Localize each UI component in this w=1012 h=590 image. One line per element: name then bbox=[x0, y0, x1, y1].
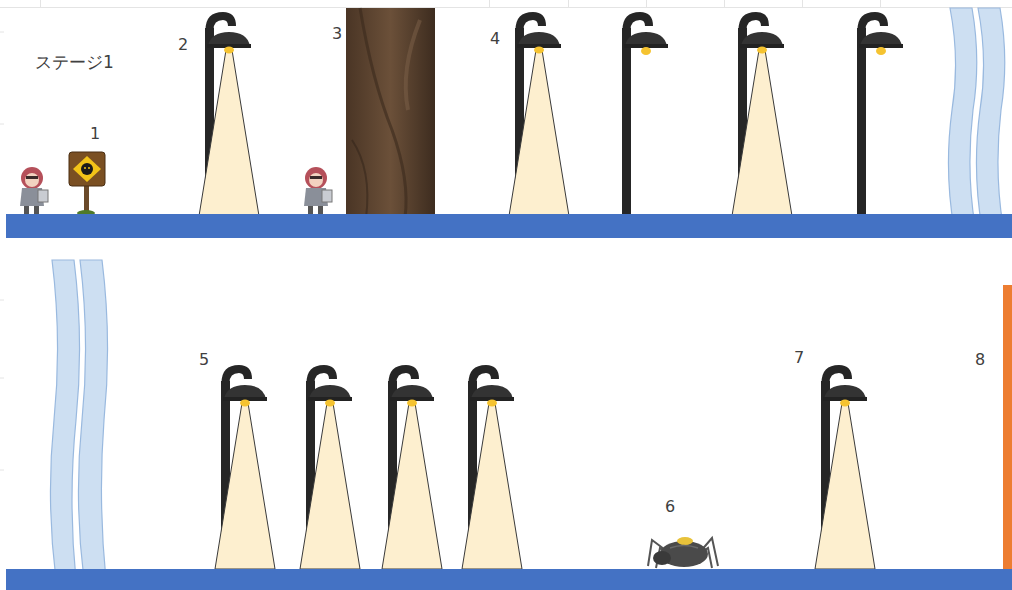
callout-number: 4 bbox=[490, 29, 500, 48]
street-lamp-unlit bbox=[622, 16, 668, 217]
street-lamp-lit bbox=[462, 369, 522, 570]
street-lamp-lit bbox=[732, 16, 792, 217]
waterfall bbox=[948, 8, 1004, 228]
callout-number: 7 bbox=[794, 348, 804, 367]
street-lamp-lit bbox=[199, 16, 259, 217]
player-character bbox=[20, 167, 48, 214]
street-lamp-lit bbox=[509, 16, 569, 217]
callout-number: 5 bbox=[199, 350, 209, 369]
goal-bar bbox=[1003, 285, 1012, 571]
street-lamp-lit bbox=[300, 369, 360, 570]
callout-number: 2 bbox=[178, 35, 188, 54]
street-lamp-lit bbox=[382, 369, 442, 570]
callout-number: 6 bbox=[665, 497, 675, 516]
player-character bbox=[304, 167, 332, 214]
ground-platform bbox=[6, 569, 1012, 590]
signboard bbox=[69, 152, 105, 216]
callout-number: 3 bbox=[332, 24, 342, 43]
spider-enemy bbox=[648, 537, 718, 568]
stage-title: ステージ1 bbox=[35, 52, 114, 72]
callout-number: 1 bbox=[90, 124, 100, 143]
street-lamp-lit bbox=[215, 369, 275, 570]
street-lamp-unlit bbox=[857, 16, 903, 217]
street-lamp-lit bbox=[815, 369, 875, 570]
tree-trunk bbox=[346, 8, 435, 219]
waterfall bbox=[50, 260, 107, 580]
ground-platform bbox=[6, 214, 1012, 238]
callout-number: 8 bbox=[975, 350, 985, 369]
